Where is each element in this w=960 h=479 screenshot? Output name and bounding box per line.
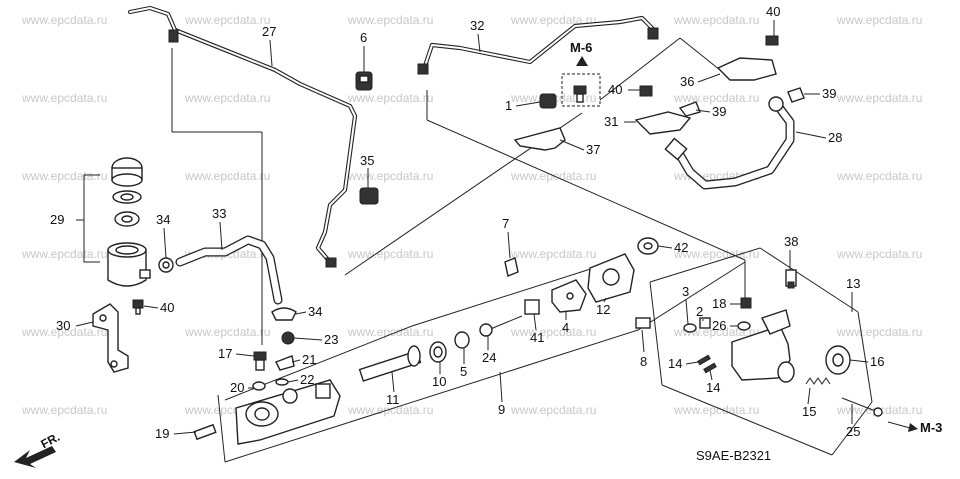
label-11: 11 xyxy=(386,392,400,407)
watermark-text: www.epcdata.ru xyxy=(347,13,433,27)
watermark-text: www.epcdata.ru xyxy=(184,13,270,27)
label-24: 24 xyxy=(482,350,496,365)
label-41: 41 xyxy=(530,330,544,345)
watermark-text: www.epcdata.ru xyxy=(836,325,922,339)
watermark-text: www.epcdata.ru xyxy=(510,247,596,261)
label-31: 31 xyxy=(604,114,618,129)
fr-label: FR. xyxy=(38,430,62,451)
hose-28 xyxy=(664,96,795,190)
label-40-top: 40 xyxy=(766,4,780,19)
label-37: 37 xyxy=(586,142,600,157)
watermark-text: www.epcdata.ru xyxy=(673,403,759,417)
label-7: 7 xyxy=(502,216,509,231)
watermark-text: www.epcdata.ru xyxy=(836,247,922,261)
ref-m6: M-6 xyxy=(570,40,592,55)
watermark-text: www.epcdata.ru xyxy=(21,13,107,27)
watermark-text: www.epcdata.ru xyxy=(347,325,433,339)
watermark-text: www.epcdata.ru xyxy=(673,247,759,261)
label-15: 15 xyxy=(802,404,816,419)
label-28: 28 xyxy=(828,130,842,145)
ref-m3: M-3 xyxy=(920,420,942,435)
label-33: 33 xyxy=(212,206,226,221)
watermark-text: www.epcdata.ru xyxy=(836,169,922,183)
label-10: 10 xyxy=(432,374,446,389)
watermark-text: www.epcdata.ru xyxy=(673,91,759,105)
watermark-text: www.epcdata.ru xyxy=(347,91,433,105)
pipe-27 xyxy=(127,5,358,268)
label-16: 16 xyxy=(870,354,884,369)
watermark-text: www.epcdata.ru xyxy=(510,403,596,417)
assembly-outlines xyxy=(83,37,873,463)
label-40-low: 40 xyxy=(160,300,174,315)
pipe-32 xyxy=(417,15,659,75)
watermark-text: www.epcdata.ru xyxy=(184,325,270,339)
watermark-text: www.epcdata.ru xyxy=(184,91,270,105)
label-18: 18 xyxy=(712,296,726,311)
label-40-mid: 40 xyxy=(608,82,622,97)
label-32: 32 xyxy=(470,18,484,33)
bracket-30 xyxy=(92,303,129,373)
watermark-text: www.epcdata.ru xyxy=(347,169,433,183)
label-23: 23 xyxy=(324,332,338,347)
label-36: 36 xyxy=(680,74,694,89)
label-34-upper: 34 xyxy=(156,212,170,227)
hose-33 xyxy=(175,235,283,305)
label-9: 9 xyxy=(498,402,505,417)
label-29: 29 xyxy=(50,212,64,227)
label-34-lower: 34 xyxy=(308,304,322,319)
watermark-text: www.epcdata.ru xyxy=(510,13,596,27)
watermark-text: www.epcdata.ru xyxy=(347,403,433,417)
label-13: 13 xyxy=(846,276,860,291)
watermark-text: www.epcdata.ru xyxy=(347,247,433,261)
m6-arrow-icon xyxy=(576,56,588,66)
callout-labels: 27 6 35 32 M-6 1 37 40 40 36 39 39 31 28… xyxy=(38,4,942,463)
watermark-text: www.epcdata.ru xyxy=(184,169,270,183)
label-26: 26 xyxy=(712,318,726,333)
label-17: 17 xyxy=(218,346,232,361)
label-35: 35 xyxy=(360,153,374,168)
watermark-text: www.epcdata.ru xyxy=(21,403,107,417)
watermark-text: www.epcdata.ru xyxy=(21,325,107,339)
watermark-text: www.epcdata.ru xyxy=(21,169,107,183)
diagram-code: S9AE-B2321 xyxy=(696,448,771,463)
watermark-text: www.epcdata.ru xyxy=(836,91,922,105)
label-25: 25 xyxy=(846,424,860,439)
label-38: 38 xyxy=(784,234,798,249)
label-4: 4 xyxy=(562,320,569,335)
leader-lines xyxy=(75,20,869,435)
label-1: 1 xyxy=(505,98,512,113)
label-14-b: 14 xyxy=(706,380,720,395)
label-27: 27 xyxy=(262,24,276,39)
slave-cylinder xyxy=(731,309,883,417)
watermark-text: www.epcdata.ru xyxy=(836,13,922,27)
label-6: 6 xyxy=(360,30,367,45)
label-30: 30 xyxy=(56,318,70,333)
label-14-a: 14 xyxy=(668,356,682,371)
watermark-text: www.epcdata.ru xyxy=(21,247,107,261)
master-cylinder xyxy=(235,253,635,445)
label-5: 5 xyxy=(460,364,467,379)
label-2: 2 xyxy=(696,304,703,319)
watermark-text: www.epcdata.ru xyxy=(673,13,759,27)
label-39-left: 39 xyxy=(712,104,726,119)
label-19: 19 xyxy=(155,426,169,441)
label-8: 8 xyxy=(640,354,647,369)
watermark-text: www.epcdata.ru xyxy=(21,91,107,105)
label-22: 22 xyxy=(300,372,314,387)
label-20: 20 xyxy=(230,380,244,395)
watermark-layer: www.epcdata.ru www.epcdata.ru www.epcdata.… xyxy=(21,13,922,417)
label-12: 12 xyxy=(596,302,610,317)
fr-arrow-icon xyxy=(14,446,56,468)
m3-arrow-icon xyxy=(887,421,918,432)
label-21: 21 xyxy=(302,352,316,367)
watermark-text: www.epcdata.ru xyxy=(510,325,596,339)
label-3: 3 xyxy=(682,284,689,299)
small-parts xyxy=(132,35,805,441)
label-39-right: 39 xyxy=(822,86,836,101)
reservoir-29 xyxy=(107,157,151,287)
label-42: 42 xyxy=(674,240,688,255)
